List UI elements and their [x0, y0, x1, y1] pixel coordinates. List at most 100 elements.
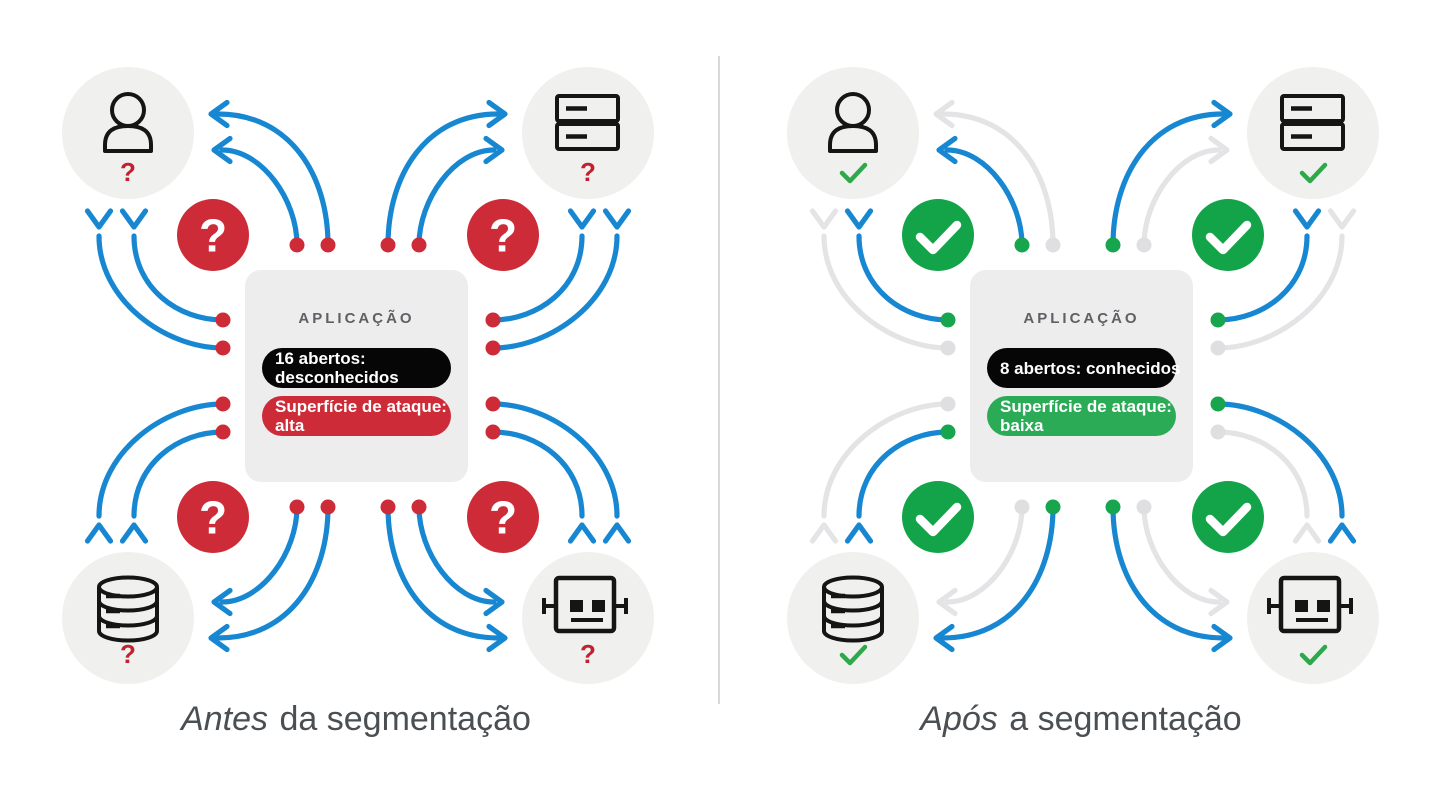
- question-mark-icon: ?: [489, 210, 517, 262]
- flow-curve: [1110, 504, 1226, 641]
- port-dot: [380, 237, 396, 253]
- flow-curve: [416, 504, 497, 605]
- port-dot: [1045, 237, 1061, 253]
- flow-arrowhead: [483, 135, 505, 165]
- status-badge-circle: [177, 481, 249, 553]
- user-icon: [828, 92, 878, 153]
- status-badge: ?: [467, 481, 539, 553]
- panel-after: [787, 67, 1379, 684]
- port-dot: [485, 340, 501, 356]
- flow-arrowhead: [486, 99, 508, 129]
- open-ports-line-1: 8 abertos: conhecidos: [1000, 358, 1181, 378]
- port-dot: [289, 237, 305, 253]
- status-badge: ?: [177, 481, 249, 553]
- flow-arrowhead: [208, 623, 230, 653]
- check-icon: [915, 502, 962, 537]
- open-ports-pill-before: 16 abertos: desconhecidos: [262, 348, 451, 388]
- flow-arrowhead: [119, 208, 149, 230]
- port-dot: [485, 396, 501, 412]
- flow-curve: [215, 504, 331, 641]
- port-dot: [940, 396, 956, 412]
- node-circle: [62, 552, 194, 684]
- status-badge-circle: [902, 481, 974, 553]
- user-node: ?: [62, 67, 194, 199]
- server-node: ?: [522, 67, 654, 199]
- flow-arrowhead: [211, 587, 233, 617]
- flow-curve: [944, 504, 1025, 605]
- check-icon: [915, 220, 962, 255]
- status-badge-circle: [467, 199, 539, 271]
- port-dot: [940, 340, 956, 356]
- application-title: APLICAÇÃO: [1023, 310, 1140, 327]
- flow-arrowhead: [844, 522, 874, 544]
- port-dot: [411, 499, 427, 515]
- flow-curve: [1215, 233, 1310, 323]
- flow-curve: [385, 111, 501, 248]
- flow-curve: [821, 401, 951, 519]
- question-mark-icon: ?: [199, 492, 227, 544]
- flow-curve: [1215, 401, 1345, 519]
- attack-surface-line-2: alta: [275, 416, 305, 435]
- database-node: [787, 552, 919, 684]
- port-dot: [1014, 499, 1030, 515]
- node-circle: [62, 67, 194, 199]
- flow-arrowhead: [1208, 587, 1230, 617]
- port-dot: [1014, 237, 1030, 253]
- server-node: [1247, 67, 1379, 199]
- node-question-mark: ?: [580, 157, 596, 187]
- attack-surface-line-2: baixa: [1000, 416, 1044, 435]
- flow-arrowhead: [1327, 522, 1357, 544]
- flow-curve: [490, 401, 620, 519]
- flow-arrowhead: [602, 208, 632, 230]
- flow-arrowhead: [602, 522, 632, 544]
- flow-arrowhead: [1211, 99, 1233, 129]
- flow-curve: [856, 233, 951, 323]
- port-dot: [1045, 499, 1061, 515]
- flow-arrowhead: [936, 135, 958, 165]
- status-badge: [1192, 481, 1264, 553]
- bot-icon: [1267, 575, 1353, 634]
- flow-curve: [1141, 147, 1222, 248]
- node-check-icon: [1299, 162, 1328, 184]
- flow-curve: [1110, 111, 1226, 248]
- port-dot: [215, 396, 231, 412]
- port-dot: [320, 499, 336, 515]
- open-ports-pill-after: 8 abertos: conhecidos: [987, 348, 1180, 388]
- flow-curve: [416, 147, 497, 248]
- status-badge-circle: [467, 481, 539, 553]
- flow-arrowhead: [933, 623, 955, 653]
- attack-surface-line-1: Superfície de ataque:: [275, 397, 447, 416]
- caption-before: Antes da segmentação: [36, 698, 676, 740]
- question-mark-icon: ?: [489, 492, 517, 544]
- flow-arrowhead: [1208, 135, 1230, 165]
- bot-node: ?: [522, 552, 654, 684]
- flow-curve: [131, 233, 226, 323]
- flow-arrowhead: [119, 522, 149, 544]
- status-badge: ?: [177, 199, 249, 271]
- flow-arrowhead: [809, 522, 839, 544]
- port-dot: [940, 424, 956, 440]
- flow-curve: [490, 233, 585, 323]
- node-question-mark: ?: [580, 639, 596, 669]
- port-dot: [1210, 340, 1226, 356]
- status-badge: [902, 199, 974, 271]
- flow-arrowhead: [483, 587, 505, 617]
- flow-curve: [944, 147, 1025, 248]
- flow-curve: [940, 504, 1056, 641]
- port-dot: [215, 340, 231, 356]
- flow-curve: [215, 111, 331, 248]
- attack-surface-pill-before: Superfície de ataque: alta: [262, 396, 451, 436]
- open-ports-line-1: 16 abertos:: [275, 349, 366, 368]
- flow-arrowhead: [1327, 208, 1357, 230]
- attack-surface-line-1: Superfície de ataque:: [1000, 397, 1172, 416]
- status-badge: [902, 481, 974, 553]
- flow-arrowhead: [1211, 623, 1233, 653]
- port-dot: [1210, 312, 1226, 328]
- node-question-mark: ?: [120, 639, 136, 669]
- flow-curve: [1141, 504, 1222, 605]
- caption-after: Após a segmentação: [761, 698, 1401, 740]
- flow-curve: [131, 429, 226, 519]
- flow-arrowhead: [208, 99, 230, 129]
- port-dot: [380, 499, 396, 515]
- flow-arrowhead: [84, 522, 114, 544]
